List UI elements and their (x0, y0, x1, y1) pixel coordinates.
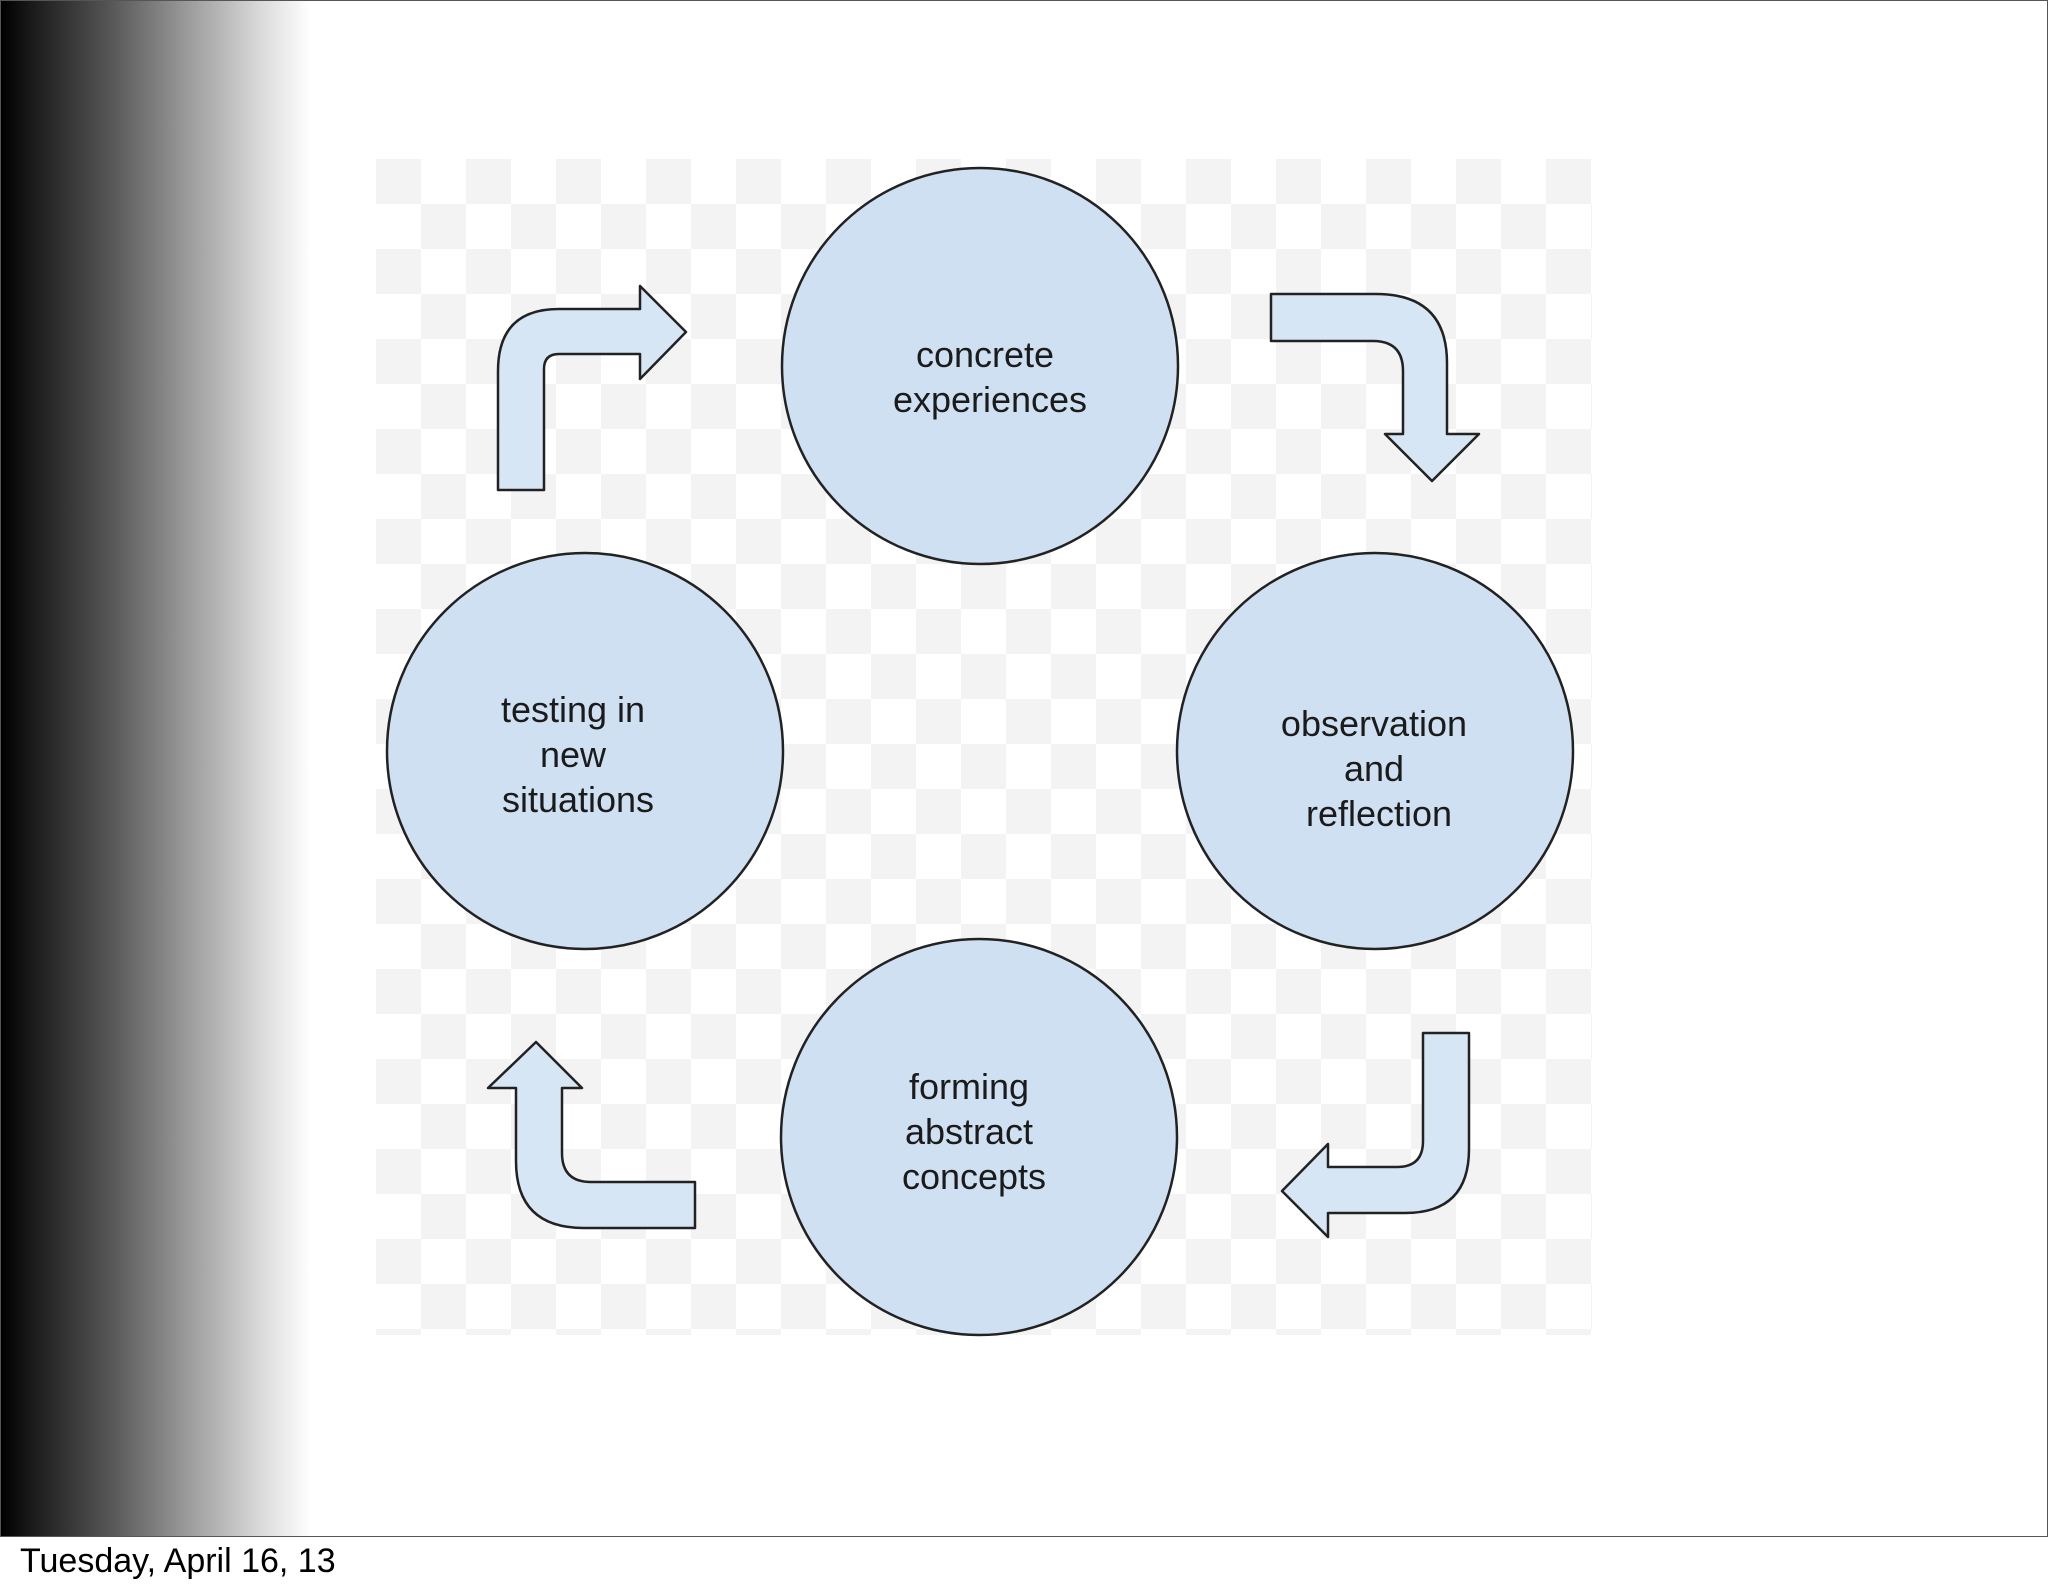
node-testing-in-new-situations: testing in new situations (385, 551, 785, 951)
svg-text:observation and: observation and reflection (1281, 703, 1477, 834)
svg-text:concrete experiences: concrete experiences (893, 334, 1087, 420)
node-label-line: experiences (893, 379, 1087, 420)
left-gradient-bar (1, 1, 311, 1536)
node-label-line: new (540, 734, 607, 775)
node-label-line: abstract (905, 1111, 1033, 1152)
learning-cycle-diagram: concrete experiences observation and ref… (376, 159, 1592, 1337)
node-label-line: and (1344, 748, 1404, 789)
node-label-line: observation (1281, 703, 1467, 744)
svg-text:testing in new: testing in new situations (501, 689, 655, 820)
node-label-line: situations (502, 779, 654, 820)
node-label-line: reflection (1306, 793, 1452, 834)
curved-arrow-left-icon (1280, 1031, 1471, 1239)
curved-arrow-up-icon (486, 1040, 697, 1230)
node-concrete-experiences: concrete experiences (780, 166, 1180, 566)
node-observation-and-reflection: observation and reflection (1175, 551, 1575, 951)
curved-arrow-right-icon (496, 284, 688, 492)
node-label-line: concrete (916, 334, 1054, 375)
slide-canvas: concrete experiences observation and ref… (0, 0, 2048, 1537)
node-label-line: forming (909, 1066, 1029, 1107)
footer-date: Tuesday, April 16, 13 (20, 1542, 336, 1580)
node-forming-abstract-concepts: forming abstract concepts (779, 937, 1179, 1337)
node-label-line: concepts (902, 1156, 1046, 1197)
node-label-line: testing in (501, 689, 645, 730)
curved-arrow-down-icon (1269, 292, 1481, 483)
svg-text:forming abstract: forming abstract concepts (902, 1066, 1046, 1197)
